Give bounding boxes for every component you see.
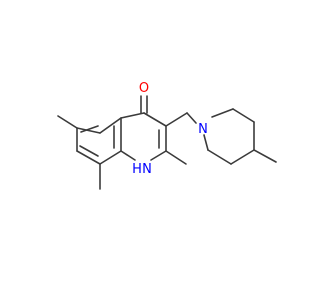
bond bbox=[165, 112, 188, 127]
bond bbox=[99, 150, 122, 165]
bond bbox=[230, 149, 255, 165]
bond bbox=[150, 150, 167, 161]
bond bbox=[80, 125, 99, 133]
bond bbox=[253, 149, 277, 163]
bond bbox=[203, 134, 209, 151]
bond bbox=[79, 145, 99, 157]
bond-layer bbox=[57, 95, 277, 190]
bond bbox=[120, 150, 136, 161]
molecule-drawing: O H N N bbox=[57, 81, 277, 190]
bond bbox=[76, 150, 101, 165]
bond bbox=[76, 127, 101, 134]
structure-canvas: O H N N bbox=[57, 81, 277, 190]
bond bbox=[165, 150, 187, 165]
bond bbox=[207, 149, 232, 165]
bond bbox=[57, 115, 78, 129]
bond bbox=[232, 108, 255, 123]
bond bbox=[99, 117, 122, 134]
atom-label-piperidine-nitrogen: N bbox=[198, 122, 208, 137]
atom-label-ring-h: H bbox=[132, 162, 142, 177]
bond bbox=[186, 112, 197, 124]
bond bbox=[143, 112, 167, 127]
atom-label-oxygen: O bbox=[139, 81, 149, 96]
atom-label-layer: O H N N bbox=[132, 81, 208, 177]
atom-label-ring-nitrogen: N bbox=[142, 162, 152, 177]
bond bbox=[211, 108, 234, 118]
bond bbox=[120, 112, 145, 119]
